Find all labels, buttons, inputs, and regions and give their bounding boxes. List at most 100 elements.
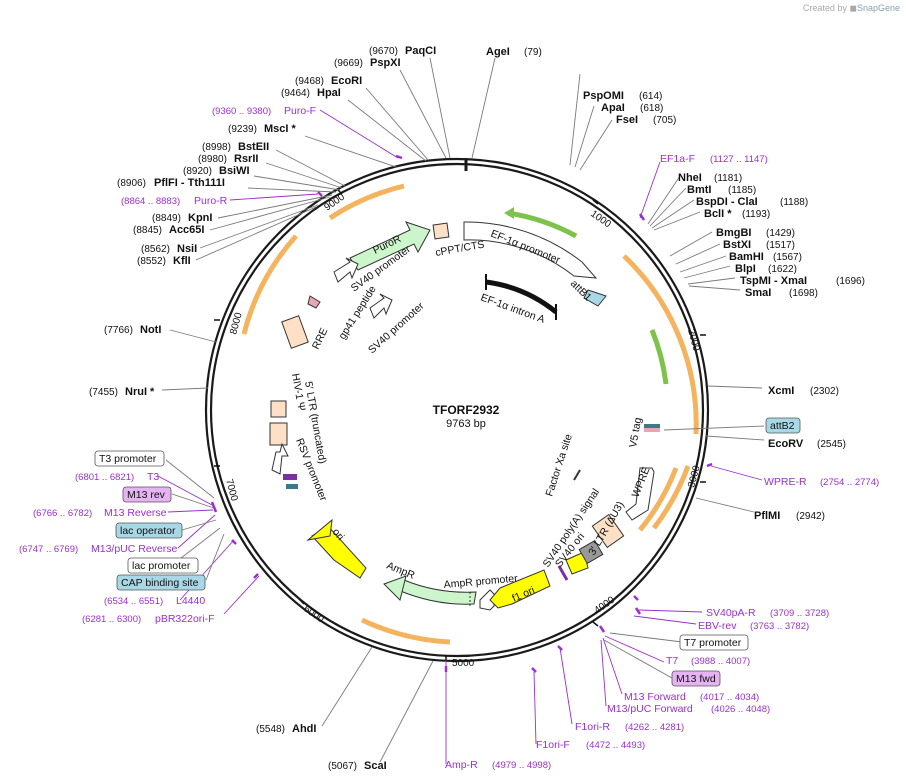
enzyme-site-ecori: EcoRI (9468)	[295, 75, 362, 87]
svg-text:WPRE-R: WPRE-R	[764, 476, 807, 488]
orf-arc	[241, 234, 298, 335]
feature-label: Factor Xa site	[543, 432, 574, 497]
enzyme-site-bmgbi: BmgBI(1429)	[716, 227, 795, 239]
lac-feature-shape	[286, 484, 298, 489]
svg-text:(2302): (2302)	[810, 386, 839, 397]
snapgene-logo-icon: ◼	[849, 3, 857, 13]
svg-text:BstXI: BstXI	[723, 239, 751, 251]
svg-text:NsiI: NsiI	[177, 243, 197, 255]
feature-label: V5 tag	[627, 416, 644, 448]
tick-label: 5000	[452, 658, 475, 669]
plasmid-name: TFORF2932	[433, 403, 500, 417]
enzyme-site-ageI: AgeI(79)	[486, 46, 542, 58]
enzyme-site-rsrii: RsrII(8980)	[198, 153, 258, 165]
svg-text:BmtI: BmtI	[687, 184, 711, 196]
svg-text:AhdI: AhdI	[292, 723, 316, 735]
primer-m13-forward: M13 Forward(4017 .. 4034)	[624, 691, 759, 703]
enzyme-site-smai: SmaI (1698)	[745, 287, 818, 299]
gp41-shape	[307, 295, 321, 309]
svg-text:RsrII: RsrII	[234, 153, 258, 165]
svg-text:CAP binding site: CAP binding site	[121, 577, 199, 589]
svg-text:BlpI: BlpI	[735, 263, 756, 275]
svg-text:T7: T7	[666, 655, 678, 667]
svg-text:(1181): (1181)	[714, 173, 742, 184]
feature-label: 3′ LTR (ΔU3)	[586, 499, 626, 557]
ltr-shape	[269, 422, 288, 446]
box-lac-operator: lac operator	[115, 522, 183, 539]
svg-text:(1127 .. 1147): (1127 .. 1147)	[710, 154, 768, 165]
svg-text:(9464): (9464)	[281, 88, 310, 99]
enzyme-site-pspxi: PspXI(9669)	[334, 57, 401, 69]
feature-label: cPPT/CTS	[434, 239, 485, 259]
svg-text:(1193): (1193)	[742, 209, 770, 220]
plasmid-size: 9763 bp	[446, 418, 486, 430]
factorxa-shape	[573, 469, 581, 481]
svg-text:ApaI: ApaI	[601, 102, 625, 114]
svg-text:(4026 .. 4048): (4026 .. 4048)	[711, 704, 770, 715]
enzyme-site-nsii: NsiI(8562)	[141, 243, 197, 255]
primer-wpre-r: WPRE-R(2754 .. 2774)	[764, 476, 879, 488]
cppt-shape	[432, 222, 450, 240]
svg-text:EcoRI: EcoRI	[331, 75, 362, 87]
enzyme-site-kfli: KflI(8552)	[137, 255, 191, 267]
enzyme-site-acc65i: Acc65I(8845)	[133, 224, 204, 236]
svg-text:L4440: L4440	[176, 595, 205, 607]
primer-pbr322ori-f: pBR322ori-F(6281 .. 6300)	[82, 613, 215, 625]
v5-shape	[644, 424, 660, 430]
orf-arc	[622, 254, 699, 435]
primer-puro-f: Puro-F(9360 .. 9380)	[212, 105, 316, 117]
svg-text:(3709 .. 3728): (3709 .. 3728)	[770, 608, 829, 619]
enzyme-lines	[161, 57, 765, 763]
svg-text:(618): (618)	[640, 103, 663, 114]
svg-text:(8998): (8998)	[202, 142, 231, 153]
svg-text:(9239): (9239)	[228, 124, 257, 135]
ef1a-intron-shape	[485, 279, 558, 314]
orf-arc	[652, 465, 691, 530]
orf-arc	[638, 467, 679, 532]
svg-text:F1ori-R: F1ori-R	[575, 721, 610, 733]
svg-text:M13/pUC Reverse: M13/pUC Reverse	[91, 543, 178, 555]
svg-text:(9468): (9468)	[295, 76, 324, 87]
f1ori-shape	[489, 569, 551, 609]
feature-shapes	[269, 221, 660, 611]
enzyme-site-bsiwi: BsiWI(8920)	[183, 165, 250, 177]
svg-text:BmgBI: BmgBI	[716, 227, 751, 239]
enzyme-site-bcli: BclI *(1193)	[704, 208, 770, 220]
svg-text:Acc65I: Acc65I	[169, 224, 204, 236]
primer-m13puc-reverse: M13/pUC Reverse(6747 .. 6769)	[19, 543, 178, 555]
wpre-shape	[625, 467, 655, 521]
svg-text:SmaI: SmaI	[745, 287, 771, 299]
primer-labels: EF1a-F(1127 .. 1147) WPRE-R(2754 .. 2774…	[19, 105, 879, 771]
primer-site-shape	[557, 565, 569, 581]
svg-text:SV40pA-R: SV40pA-R	[706, 607, 756, 619]
box-m13-rev: M13 rev	[122, 486, 172, 503]
svg-text:(7766): (7766)	[104, 325, 133, 336]
svg-text:(5548): (5548)	[256, 724, 285, 735]
svg-text:(1698): (1698)	[789, 288, 818, 299]
enzyme-site-msci: MscI *(9239)	[228, 123, 297, 135]
svg-text:(2942): (2942)	[796, 511, 825, 522]
enzyme-site-nrui: NruI *(7455)	[89, 386, 155, 398]
svg-text:PflFI - Tth111I: PflFI - Tth111I	[154, 177, 225, 189]
enzyme-site-bamhi: BamHI(1567)	[729, 251, 802, 263]
svg-text:(6281 .. 6300): (6281 .. 6300)	[82, 614, 141, 625]
enzyme-site-hpai: HpaI(9464)	[281, 87, 341, 99]
enzyme-site-bstxi: BstXI(1517)	[723, 239, 795, 251]
primer-amp-r: Amp-R(4979 .. 4998)	[445, 759, 551, 771]
enzyme-site-paqci: PaqCI(9670)	[369, 45, 436, 57]
primer-m13puc-forward: M13/pUC Forward(4026 .. 4048)	[607, 703, 770, 715]
rsv-promoter-shape	[271, 442, 289, 475]
enzyme-site-ecorv: EcoRV(2545)	[768, 438, 846, 450]
backbone-outer	[204, 157, 710, 663]
svg-text:(8906): (8906)	[117, 178, 146, 189]
svg-text:lac operator: lac operator	[120, 525, 176, 537]
feature-label: RRE	[310, 326, 331, 351]
box-m13-fwd: M13 fwd	[671, 670, 721, 687]
enzyme-site-blpi: BlpI(1622)	[735, 263, 797, 275]
svg-text:(4472 .. 4493): (4472 .. 4493)	[586, 740, 645, 751]
enzyme-site-pflfi: PflFI - Tth111I (8906)	[117, 177, 225, 189]
svg-text:ScaI: ScaI	[364, 760, 387, 772]
rre-shape	[281, 315, 309, 349]
svg-text:attB2: attB2	[770, 420, 795, 432]
